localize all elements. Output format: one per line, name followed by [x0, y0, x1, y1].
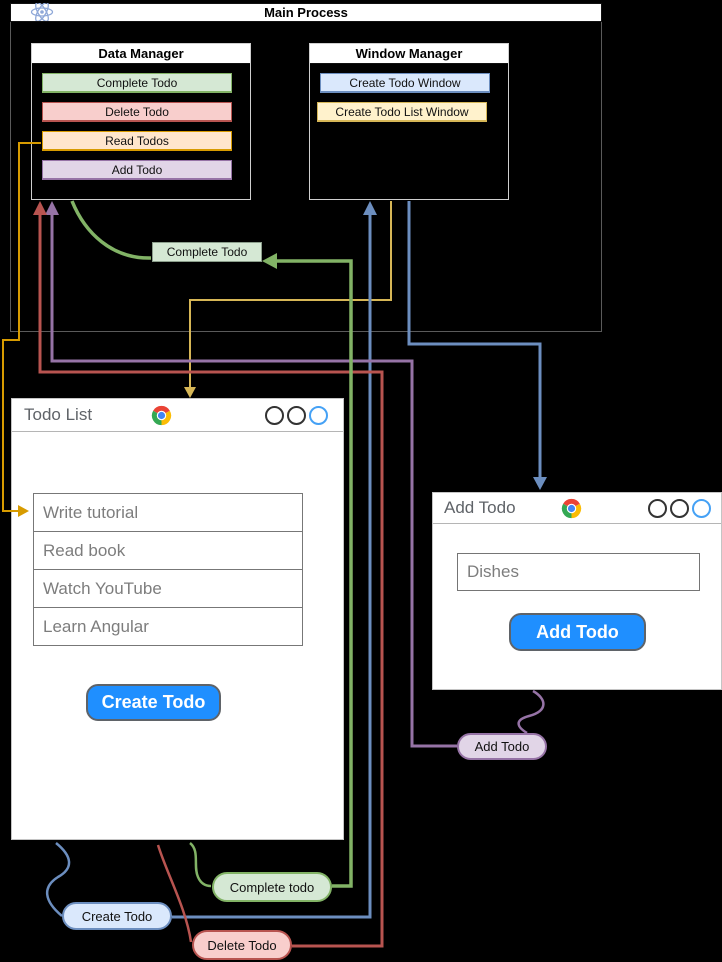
window-control-3[interactable] [309, 406, 328, 425]
add-todo-button[interactable]: Add Todo [509, 613, 646, 651]
add-todo-window: Add Todo Add Todo [432, 492, 722, 690]
fn-complete-todo: Complete Todo [42, 73, 232, 93]
todo-item[interactable]: Read book [33, 531, 303, 570]
todo-list-window-title: Todo List [24, 405, 93, 424]
fn-read-todos: Read Todos [42, 131, 232, 151]
todo-item[interactable]: Write tutorial [33, 493, 303, 532]
add-todo-titlebar: Add Todo [433, 493, 721, 524]
chrome-icon [561, 498, 582, 519]
fn-add-todo: Add Todo [42, 160, 232, 180]
window-control-1[interactable] [265, 406, 284, 425]
todo-item[interactable]: Learn Angular [33, 607, 303, 646]
window-manager-title: Window Manager [310, 44, 508, 64]
react-atom-icon [30, 3, 54, 21]
window-manager-box: Window Manager Create Todo Window Create… [309, 43, 509, 200]
create-todo-button[interactable]: Create Todo [86, 684, 221, 721]
ipc-complete-todo-label: Complete Todo [152, 242, 262, 262]
pill-delete-todo: Delete Todo [192, 930, 292, 960]
window-control-3[interactable] [692, 499, 711, 518]
todo-list-window: Todo List Write tutorial Read book Watch… [11, 398, 344, 840]
window-control-2[interactable] [287, 406, 306, 425]
data-manager-box: Data Manager Complete Todo Delete Todo R… [31, 43, 251, 200]
pill-add-todo: Add Todo [457, 733, 547, 760]
window-control-1[interactable] [648, 499, 667, 518]
pill-create-todo: Create Todo [62, 902, 172, 930]
fn-delete-todo: Delete Todo [42, 102, 232, 122]
add-todo-window-title: Add Todo [444, 498, 516, 517]
fn-create-todo-list-window: Create Todo List Window [317, 102, 487, 122]
main-process-header: Main Process [10, 3, 602, 22]
todo-list-titlebar: Todo List [12, 399, 343, 432]
fn-create-todo-window: Create Todo Window [320, 73, 490, 93]
window-control-2[interactable] [670, 499, 689, 518]
data-manager-title: Data Manager [32, 44, 250, 64]
main-process-title: Main Process [264, 5, 348, 20]
pill-complete-todo: Complete todo [212, 872, 332, 902]
chrome-icon [151, 405, 172, 426]
add-todo-input[interactable] [457, 553, 700, 591]
todo-item[interactable]: Watch YouTube [33, 569, 303, 608]
